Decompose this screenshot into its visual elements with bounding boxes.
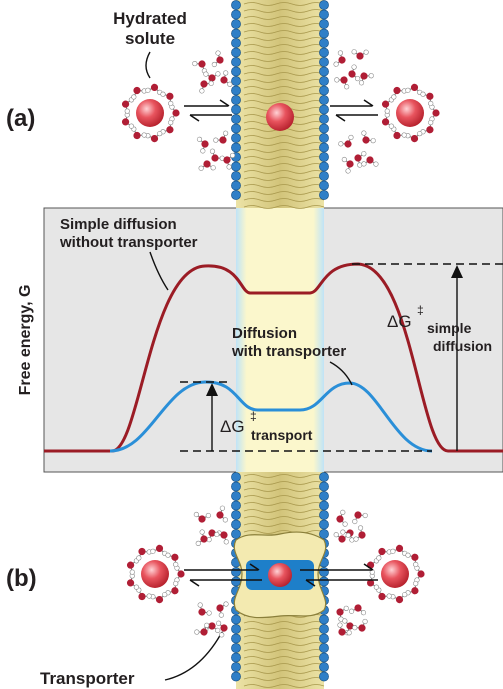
solute-in-membrane — [266, 103, 294, 131]
dg-transport-arrow — [206, 383, 218, 451]
transporter-label: Transporter — [40, 669, 135, 688]
dg-simple-main: ΔG — [387, 312, 412, 331]
membrane-band — [236, 208, 324, 472]
hydrated-solute-label-2: solute — [125, 29, 175, 48]
dg-transport-sup: ‡ — [250, 409, 257, 423]
solute-in-transporter — [268, 563, 292, 587]
simple-diffusion-curve — [44, 262, 503, 453]
panel-a-solutes — [121, 49, 440, 174]
panel-label-b: (b) — [6, 565, 37, 592]
dg-simple-sup: ‡ — [417, 303, 424, 317]
transporter-curve-label-1: Diffusion — [232, 325, 297, 342]
dg-transport-sub: transport — [251, 427, 313, 443]
panel-b-solutes — [126, 505, 425, 638]
dg-simple-arrow — [451, 265, 463, 451]
hydrated-solute-label-1: Hydrated — [113, 9, 187, 28]
dg-simple-sub-2: diffusion — [433, 338, 492, 354]
simple-diffusion-label-2: without transporter — [59, 234, 198, 251]
equilibrium-arrows — [184, 99, 378, 587]
reference-lines — [180, 263, 503, 452]
transporter-curve-label-2: with transporter — [231, 343, 346, 360]
transporter-curve — [109, 380, 433, 453]
panel-label-a: (a) — [6, 105, 35, 132]
y-axis-label: Free energy, G — [17, 285, 34, 396]
dg-transport-main: ΔG — [220, 417, 245, 436]
simple-diffusion-label-1: Simple diffusion — [60, 216, 177, 233]
dg-simple-sub-1: simple — [427, 320, 472, 336]
label-leaders — [145, 51, 353, 681]
